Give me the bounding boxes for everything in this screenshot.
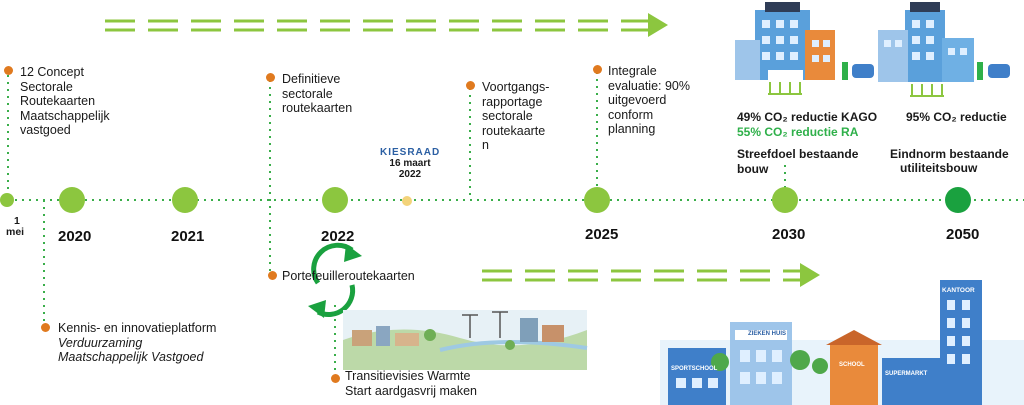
buildings-2030-illustration: [735, 2, 874, 95]
connectors: [7, 72, 786, 378]
note-concept: 12 Concept Sectorale Routekaarten Maatsc…: [20, 65, 110, 137]
note-integrale: Integrale evaluatie: 90% uitgevoerd conf…: [608, 64, 691, 136]
dot-integrale: [593, 65, 602, 74]
note-transitie: Transitievisies Warmte Start aardgasvrij…: [345, 369, 478, 398]
landscape-illustration: [343, 310, 588, 370]
year-2050: 2050: [946, 226, 980, 243]
buildings-2050-illustration: [878, 2, 1010, 97]
dot-voortgang: [466, 81, 475, 90]
node-2030: [772, 187, 798, 213]
start-month: mei: [6, 226, 25, 238]
note-kennis: Kennis- en innovatieplatform Verduurzami…: [58, 321, 217, 364]
dot-definitieve: [266, 73, 275, 82]
target-2050: 95% CO₂ reductie Eindnorm bestaande util…: [890, 110, 1009, 175]
kiesraad-year: 2022: [398, 169, 422, 180]
dot-transitie: [331, 374, 340, 383]
node-2050: [945, 187, 971, 213]
year-2020: 2020: [58, 228, 92, 245]
year-2030: 2030: [772, 226, 806, 243]
start-node: [0, 193, 14, 207]
top-arrow: [105, 13, 668, 37]
note-voortgang: Voortgangs- rapportage sectorale routeka…: [482, 80, 550, 152]
note-portefeuille: Portefeuilleroutekaarten: [282, 269, 415, 283]
year-2025: 2025: [585, 226, 619, 243]
dot-kennis: [41, 323, 50, 332]
city-illustration: [660, 280, 1024, 405]
dot-concept: [4, 66, 13, 75]
node-2025: [584, 187, 610, 213]
year-2021: 2021: [171, 228, 205, 245]
sign-ziekenhuis: ZIEKEN HUIS: [748, 331, 787, 337]
kiesraad-date: 16 maart: [389, 158, 431, 169]
target-2030: 49% CO₂ reductie KAGO 55% CO₂ reductie R…: [737, 110, 878, 176]
start-day: 1: [14, 215, 20, 227]
start-date: 1 mei: [6, 215, 24, 238]
sign-school: SCHOOL: [839, 362, 865, 368]
sign-kantoor: KANTOOR: [942, 287, 975, 294]
node-2022: [322, 187, 348, 213]
node-kiesraad: [402, 196, 412, 206]
bottom-arrow: [482, 263, 820, 287]
note-definitieve: Definitieve sectorale routekaarten: [282, 72, 353, 115]
year-2022: 2022: [321, 228, 355, 245]
sign-sportschool: SPORTSCHOOL: [671, 366, 718, 372]
sign-supermarkt: SUPERMARKT: [885, 371, 928, 377]
node-2021: [172, 187, 198, 213]
dot-portefeuille: [268, 271, 277, 280]
kiesraad-logo: KIESRAAD: [380, 147, 441, 158]
node-2020: [59, 187, 85, 213]
kiesraad-block: KIESRAAD 16 maart 2022: [380, 147, 440, 180]
